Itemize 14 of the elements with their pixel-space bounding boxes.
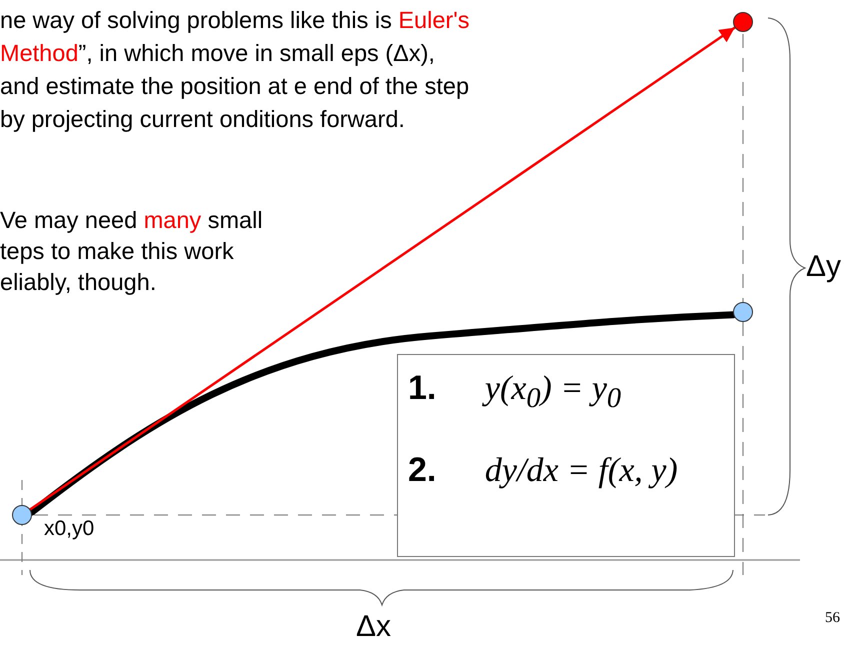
- page-number: 56: [825, 610, 840, 627]
- dimension-label: Δx: [356, 610, 392, 644]
- equation-box: [397, 354, 735, 557]
- point-marker: [733, 302, 753, 322]
- dimension-label: Δy: [806, 250, 842, 284]
- point-label: x0,y0: [44, 517, 94, 541]
- point-marker: [733, 12, 753, 32]
- arrow: [29, 26, 736, 511]
- point-marker: [12, 505, 32, 525]
- paragraph: ne way of solving problems like this is Euler's Method”, in which move in small eps (Δx), and estimate the position at e end of the step by projecting current onditions forward.: [0, 6, 470, 134]
- equation: 2. dy/dx = f(x, y): [408, 450, 679, 490]
- solution-curve: [28, 311, 737, 516]
- equation: 1. y(x$_{0}$) = y$_{0}$: [408, 369, 622, 415]
- paragraph: Ve may need many small teps to make this work eliably, though.: [0, 206, 264, 297]
